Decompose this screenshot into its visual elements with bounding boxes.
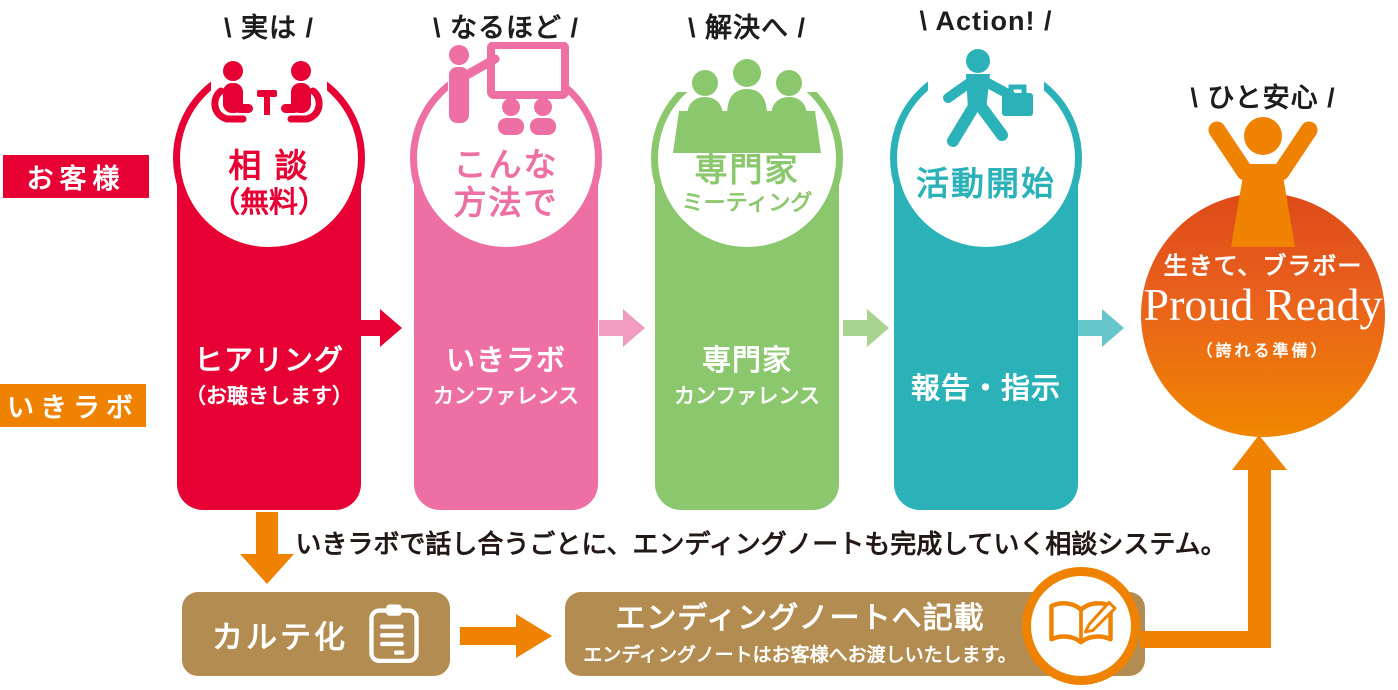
step4-callout: \ Action! / — [919, 6, 1053, 36]
flow-arrow-2-icon — [599, 309, 645, 347]
step4-circle-text: 活動開始 — [916, 165, 1056, 203]
right-arrow-icon — [460, 614, 552, 658]
row-label-customer: お客様 — [3, 155, 149, 198]
businessman-running-icon — [943, 49, 1033, 147]
goal-title: Proud Ready — [1143, 279, 1383, 330]
goal-callout: \ ひと安心 / — [1190, 83, 1336, 113]
row-label-customer-text: お客様 — [26, 164, 126, 194]
step3-body-line1: 専門家 — [701, 345, 792, 377]
down-arrow-icon — [240, 512, 294, 584]
step2-circle-line1: こんな — [453, 146, 559, 184]
step2-circle-text: こんな 方法で — [454, 146, 559, 222]
experts-meeting-icon — [673, 59, 821, 153]
loop-up-arrow-icon — [1140, 435, 1287, 648]
flow-arrow-3-icon — [843, 309, 889, 347]
goal-tagline: 生きて、ブラボー — [1163, 253, 1363, 280]
step2-body-line1: いきラボ — [445, 345, 566, 377]
step2-callout: \ なるほど / — [432, 13, 579, 43]
goal-subtitle: （誇れる準備） — [1196, 343, 1330, 360]
karte-box: カルテ化 — [182, 592, 450, 676]
step1-circle-line1: 相 談 — [228, 146, 310, 184]
step4-circle-line1: 活動開始 — [916, 165, 1056, 203]
step2-circle-line2: 方法で — [453, 184, 559, 221]
step4-body-line1: 報告・指示 — [910, 373, 1061, 405]
step1-circle-line2: （無料） — [210, 186, 327, 219]
row-label-lab-text: いきラボ — [7, 393, 139, 423]
step3-body-line2: カンファレンス — [674, 384, 820, 408]
ending-note-book-icon — [1049, 600, 1117, 645]
system-note-text: いきラボで話し合うごとに、エンディングノートも完成していく相談システム。 — [295, 529, 1227, 559]
step1-circle-text: 相 談 （無料） — [211, 147, 327, 221]
flow-arrow-1-icon — [356, 309, 402, 347]
step1-callout: \ 実は / — [223, 13, 314, 43]
step3-circle-text: 専門家 ミーティング — [682, 151, 813, 216]
flow-arrow-4-icon — [1078, 309, 1124, 347]
step2-body-line2: カンファレンス — [433, 384, 579, 408]
step3-circle-line1: 専門家 — [694, 151, 800, 189]
ending-note-title: エンディングノートへ記載 — [615, 602, 985, 635]
consultation-icon — [211, 61, 323, 123]
clipboard-icon — [369, 604, 419, 664]
row-label-lab: いきラボ — [0, 384, 146, 427]
step3-callout: \ 解決へ / — [687, 13, 806, 43]
step1-body-line2: （お聴きします） — [185, 384, 353, 408]
book-circle — [1022, 567, 1140, 685]
karte-label: カルテ化 — [212, 619, 348, 655]
ending-note-subtext: エンディングノートはお客様へお渡しいたします。 — [583, 645, 1017, 666]
step3-circle-line2: ミーティング — [681, 190, 813, 216]
cheering-person-icon — [1208, 117, 1318, 247]
step1-body-line1: ヒアリング — [193, 345, 344, 377]
presentation-icon — [449, 42, 569, 135]
